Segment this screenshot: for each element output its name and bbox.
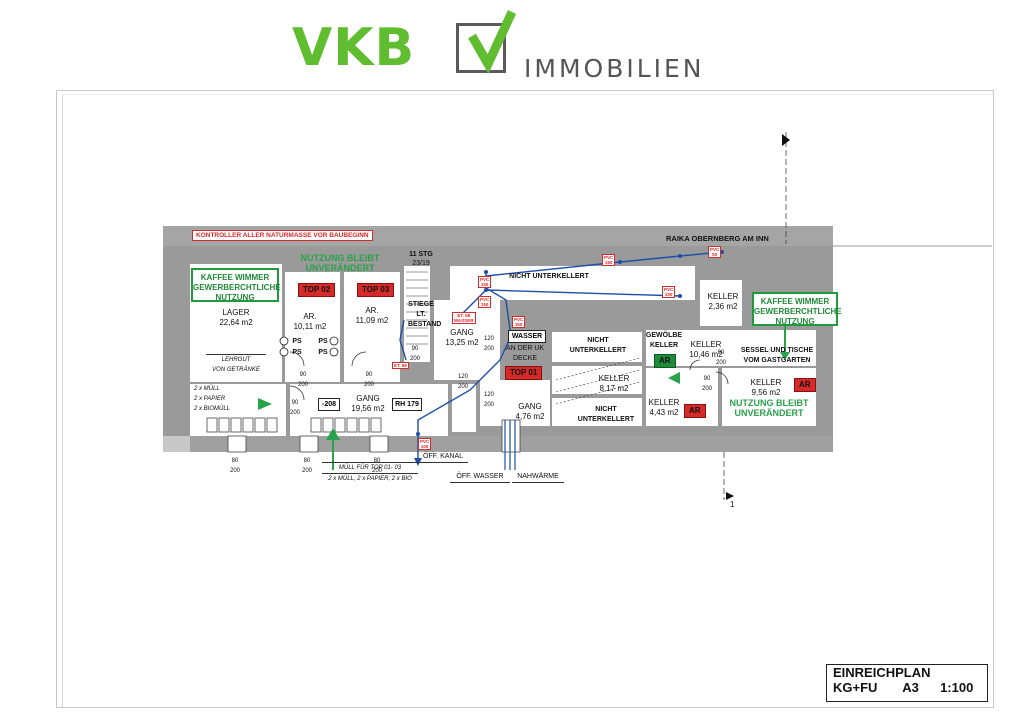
- title-format: A3: [902, 680, 919, 695]
- pvc-tag-4: PVC 100: [662, 286, 676, 298]
- pvc-tag-1: PVC 150: [602, 254, 616, 266]
- section-marker: 1: [730, 500, 735, 509]
- dim-10: 80 200: [230, 458, 241, 474]
- room-keller1: [700, 280, 742, 326]
- room-keller2-label: KELLER 10,46 m2: [689, 340, 723, 359]
- title-plan-type: KG+FU: [833, 680, 878, 695]
- kaffee-left-box: KAFFEE WIMMER GEWERBERCHTLICHE NUTZUNG: [191, 268, 281, 302]
- pvc-tag-7: PVC 150: [478, 296, 492, 308]
- stair-label: STIEGE LT. BESTAND: [408, 301, 442, 328]
- room-ar2-label: AR. 11,09 m2: [355, 306, 389, 325]
- room-keller5-label: KELLER 9,56 m2: [750, 378, 782, 397]
- logo-word: IMMOBILIEN: [524, 54, 705, 83]
- logo-checkbox-icon: [456, 23, 506, 73]
- tag-ar-keller5: AR: [794, 378, 816, 392]
- room-gewoelbe-label: GEWÖLBE KELLER: [645, 332, 683, 349]
- title-block: EINREICHPLAN KG+FU A3 1:100: [826, 664, 988, 702]
- room-nicht2: [552, 332, 642, 362]
- room-nicht2-label: NICHT UNTERKELLERT: [569, 337, 627, 354]
- dim-9: 90 200: [410, 346, 421, 362]
- pvc-tag-3: PVC 50: [708, 246, 722, 258]
- room-keller4-label: KELLER 4,43 m2: [648, 398, 680, 417]
- nahwaerme-label: NAHWÄRME: [512, 472, 564, 483]
- tag-top01: TOP 01: [505, 366, 543, 380]
- nutzung-right-label: NUTZUNG BLEIBT UNVERÄNDERT: [729, 398, 809, 418]
- ps-label-2: PS: [292, 349, 302, 356]
- room-stair: [404, 266, 430, 362]
- dim-12: 80 200: [372, 458, 383, 474]
- room-sessel-label: SESSEL UND TISCHE VOM GASTGARTEN: [740, 347, 814, 364]
- room-keller3: [552, 366, 642, 394]
- bins-label: 2 x MÜLL 2 x PAPIER 2 x BIOMÜLL: [194, 386, 231, 412]
- kaffee-right-box: KAFFEE WIMMER GEWERBERCHTLICHE NUTZUNG: [752, 292, 842, 326]
- kanal-label: ÖFF. KANAL: [418, 452, 468, 463]
- ps-label-4: PS: [318, 349, 328, 356]
- rh179-box: RH 179: [392, 398, 422, 411]
- title-line1: EINREICHPLAN: [833, 665, 931, 680]
- room-ar1-label: AR. 10,11 m2: [293, 312, 327, 331]
- warning-banner: KONTROLLER ALLER NATURMASSE VOR BAUBEGIN…: [192, 230, 373, 241]
- dim-4: 120 200: [484, 336, 495, 352]
- uk-decke-label: AN DER UK DECKE: [505, 345, 545, 362]
- dim-8: 90 200: [716, 350, 727, 366]
- tag-top02: TOP 02: [298, 283, 336, 297]
- room-keller1-label: KELLER 2,36 m2: [707, 292, 739, 311]
- muell-note-1: MÜLL FÜR TOP 01- 03: [322, 462, 418, 474]
- stair-dim-label: 23/19: [412, 260, 430, 267]
- dim-7: 90 200: [702, 376, 713, 392]
- minus208-box: -208: [318, 398, 340, 411]
- dim-5: 120 200: [458, 374, 469, 390]
- nutzung-top-label: NUTZUNG BLEIBT UNVERÄNDERT: [300, 253, 380, 273]
- tag-ar-gewoelbe: AR: [654, 354, 676, 368]
- dim-6: 120 200: [484, 392, 495, 408]
- room-keller4: [646, 368, 718, 426]
- title-line2: KG+FU A3 1:100: [827, 680, 987, 695]
- pvc-tag-6: PVC 150: [512, 316, 526, 328]
- plan-sheet-inner-border: [62, 94, 993, 707]
- logo-checkmark-icon: [468, 10, 517, 74]
- dim-3: 90 200: [290, 400, 301, 416]
- ps-label-1: PS: [292, 338, 302, 345]
- neighbor-label: RAIKA OBERNBERG AM INN: [666, 234, 769, 243]
- room-gang3: [480, 380, 550, 426]
- et-wasser-tag: ET. 58 WASSER: [452, 312, 476, 324]
- plan-sheet-border: [56, 90, 994, 708]
- tag-ar-keller4: AR: [684, 404, 706, 418]
- room-nicht3-label: NICHT UNTERKELLERT: [577, 406, 635, 423]
- room-gang1-label: GANG 19,56 m2: [351, 394, 385, 413]
- muell-note-2: 2 x MÜLL, 2 x PAPIER, 2 x BIO: [328, 476, 412, 482]
- room-nicht3: [552, 398, 642, 426]
- dim-1: 90 200: [298, 372, 309, 388]
- stair-count-label: 11 STG: [409, 251, 433, 258]
- vkb-immobilien-logo: VKB IMMOBILIEN: [292, 8, 732, 86]
- room-keller5: [722, 368, 816, 426]
- leergut-label: LEHRGUT VON GETRÄNKE: [206, 354, 266, 375]
- pvc-tag-2: PVC 150: [478, 276, 492, 288]
- pvc-tag-5: PVC 100: [418, 438, 432, 450]
- room-keller3-label: KELLER 8,17 m2: [598, 374, 630, 393]
- room-gang2-label: GANG 13,25 m2: [445, 328, 479, 347]
- wasser-label: ÖFF. WASSER: [450, 472, 510, 483]
- logo-brand: VKB: [292, 18, 416, 78]
- et58-tag: ET. 58: [392, 362, 409, 369]
- room-lager-label: LAGER 22,64 m2: [219, 308, 253, 327]
- ps-label-3: PS: [318, 338, 328, 345]
- dim-2: 90 200: [364, 372, 375, 388]
- dim-11: 80 200: [302, 458, 313, 474]
- room-gang3-label: GANG 4,76 m2: [515, 402, 545, 421]
- wasser-box: WASSER: [508, 330, 546, 343]
- tag-top03: TOP 03: [357, 283, 395, 297]
- room-nicht1-label: NICHT UNTERKELLERT: [509, 273, 589, 280]
- title-scale: 1:100: [940, 680, 974, 695]
